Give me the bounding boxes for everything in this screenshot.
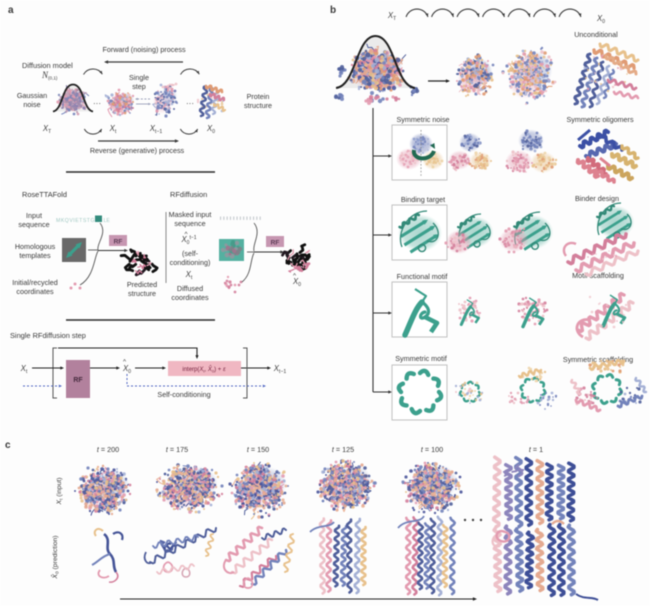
svg-text:RF: RF bbox=[271, 240, 280, 247]
svg-text:^: ^ bbox=[293, 273, 297, 280]
svg-text:LE: LE bbox=[104, 218, 111, 224]
svg-text:t = 150: t = 150 bbox=[247, 445, 269, 454]
svg-text:t = 1: t = 1 bbox=[529, 445, 543, 454]
svg-text:Binder design: Binder design bbox=[575, 194, 619, 203]
svg-text:conditioning): conditioning) bbox=[170, 258, 211, 267]
svg-text:coordinates: coordinates bbox=[16, 287, 54, 296]
svg-text:Single: Single bbox=[129, 73, 149, 82]
svg-text:Symmetric oligomers: Symmetric oligomers bbox=[566, 115, 634, 124]
svg-text:RF: RF bbox=[114, 239, 123, 246]
svg-text:t = 100: t = 100 bbox=[421, 445, 443, 454]
svg-text:templates: templates bbox=[19, 251, 51, 260]
svg-text:X0: X0 bbox=[596, 14, 605, 25]
svg-text:Symmetric scaffolding: Symmetric scaffolding bbox=[563, 355, 633, 364]
svg-text:Symmetric motif: Symmetric motif bbox=[395, 354, 447, 363]
svg-text:X0: X0 bbox=[292, 277, 301, 288]
svg-text:Functional motif: Functional motif bbox=[397, 272, 448, 281]
svg-text:Input: Input bbox=[26, 211, 42, 220]
svg-text:Masked input: Masked input bbox=[169, 210, 212, 219]
svg-text:coordinates: coordinates bbox=[171, 293, 209, 302]
svg-text:···: ··· bbox=[186, 99, 194, 108]
svg-text:RFdiffusion: RFdiffusion bbox=[170, 190, 207, 199]
svg-text:Xt (input): Xt (input) bbox=[56, 477, 65, 505]
svg-text:X0t−1: X0t−1 bbox=[180, 235, 196, 246]
svg-text:t = 200: t = 200 bbox=[97, 445, 119, 454]
svg-text:Xt−1: Xt−1 bbox=[273, 364, 287, 375]
svg-text:XT: XT bbox=[42, 124, 52, 135]
svg-text:N(0,1): N(0,1) bbox=[41, 70, 58, 81]
svg-text:Gaussian: Gaussian bbox=[17, 91, 47, 100]
svg-text:t = 125: t = 125 bbox=[332, 445, 354, 454]
svg-text:Protein: Protein bbox=[247, 92, 270, 101]
svg-text:noise: noise bbox=[23, 100, 40, 109]
svg-text:Initial/recycled: Initial/recycled bbox=[12, 278, 58, 287]
svg-text:XT: XT bbox=[387, 11, 397, 22]
svg-text:···: ··· bbox=[93, 99, 101, 108]
svg-text:X0: X0 bbox=[206, 124, 215, 135]
svg-text:Xt: Xt bbox=[20, 364, 28, 375]
svg-text:Xt: Xt bbox=[185, 270, 193, 281]
svg-text:sequence: sequence bbox=[174, 219, 205, 228]
svg-text:sequence: sequence bbox=[18, 220, 49, 229]
svg-text:^: ^ bbox=[184, 231, 188, 238]
svg-text:Forward (noising) process: Forward (noising) process bbox=[102, 45, 185, 54]
svg-text:Diffusion model: Diffusion model bbox=[22, 61, 73, 70]
svg-text:interp(Xt, X̂0) + ε: interp(Xt, X̂0) + ε bbox=[182, 366, 226, 373]
svg-text:Diffused: Diffused bbox=[177, 284, 203, 293]
svg-text:Symmetric noise: Symmetric noise bbox=[396, 115, 449, 124]
svg-text:c: c bbox=[5, 440, 11, 451]
svg-text:structure: structure bbox=[128, 289, 156, 298]
svg-text:X̂0 (prediction): X̂0 (prediction) bbox=[51, 535, 61, 579]
svg-text:X0: X0 bbox=[122, 364, 131, 375]
svg-text:Unconditional: Unconditional bbox=[574, 30, 618, 39]
svg-text:Xt: Xt bbox=[109, 124, 117, 135]
svg-text:Xt−1: Xt−1 bbox=[149, 124, 163, 135]
svg-text:Reverse (generative) process: Reverse (generative) process bbox=[90, 146, 185, 155]
svg-text:Predicted: Predicted bbox=[127, 280, 157, 289]
svg-text:RF: RF bbox=[73, 377, 83, 384]
svg-text:Motif scaffolding: Motif scaffolding bbox=[572, 271, 624, 280]
svg-text:^: ^ bbox=[123, 359, 127, 366]
svg-text:t = 175: t = 175 bbox=[166, 445, 188, 454]
svg-text:a: a bbox=[8, 5, 14, 16]
svg-text:b: b bbox=[330, 5, 336, 16]
svg-text:Self-conditioning: Self-conditioning bbox=[157, 390, 210, 399]
svg-text:Binding target: Binding target bbox=[401, 195, 445, 204]
svg-text:RoseTTAFold: RoseTTAFold bbox=[22, 190, 67, 199]
svg-text:structure: structure bbox=[244, 101, 272, 110]
svg-text:(self-: (self- bbox=[182, 249, 199, 258]
svg-text:step: step bbox=[132, 82, 146, 91]
svg-text:MKQVIETSTGE: MKQVIETSTGE bbox=[56, 218, 99, 224]
svg-text:Single RFdiffusion step: Single RFdiffusion step bbox=[10, 331, 86, 340]
svg-text:Homologous: Homologous bbox=[15, 242, 56, 251]
